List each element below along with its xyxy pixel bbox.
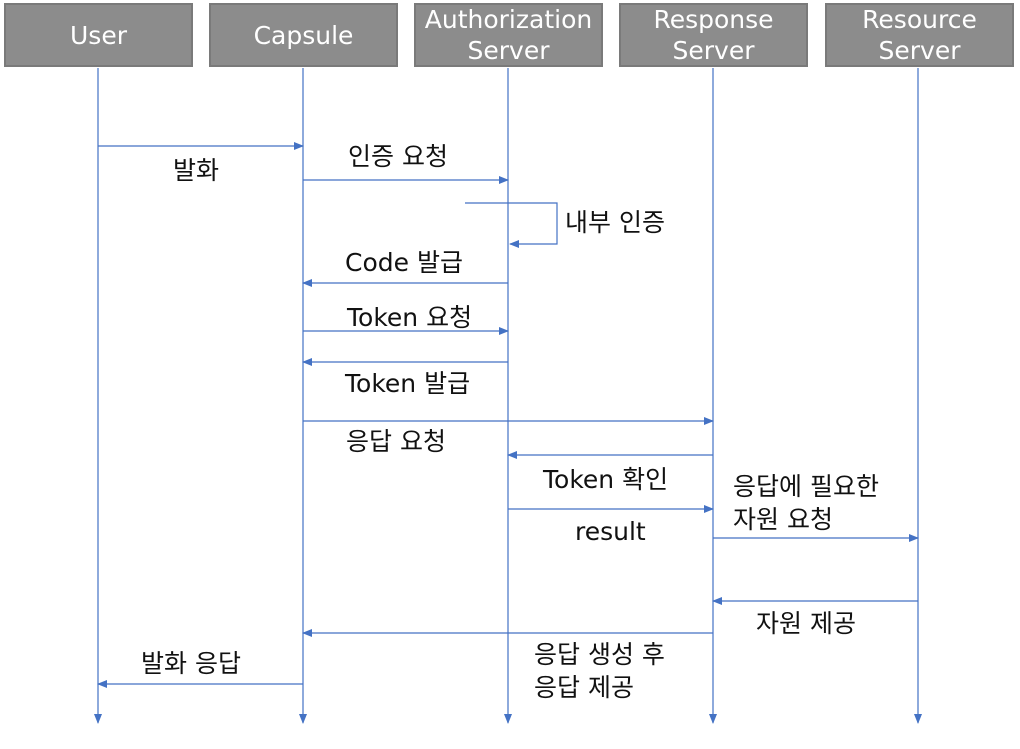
label-auth-request: 인증 요청 [348,142,448,171]
label-result: result [575,517,646,546]
label-resource-provide: 자원 제공 [756,609,856,638]
label-response-request: 응답 요청 [346,427,446,456]
label-token-verify: Token 확인 [543,465,669,494]
label-token-request: Token 요청 [347,303,473,332]
label-code-issue: Code 발급 [345,248,463,277]
label-utterance-response: 발화 응답 [141,649,241,678]
label-response-generate: 응답 생성 후 응답 제공 [534,640,665,702]
participant-resource-server: Resource Server [825,3,1014,67]
arrow-auth-self-internal [465,202,558,248]
participant-authorization-server: Authorization Server [414,3,603,67]
label-internal-auth: 내부 인증 [565,208,665,237]
participant-capsule: Capsule [209,3,398,67]
participant-response-server: Response Server [619,3,808,67]
participant-user: User [4,3,193,67]
label-utterance: 발화 [173,156,220,185]
label-resource-request: 응답에 필요한 자원 요청 [733,472,879,534]
label-token-issue: Token 발급 [345,369,471,398]
